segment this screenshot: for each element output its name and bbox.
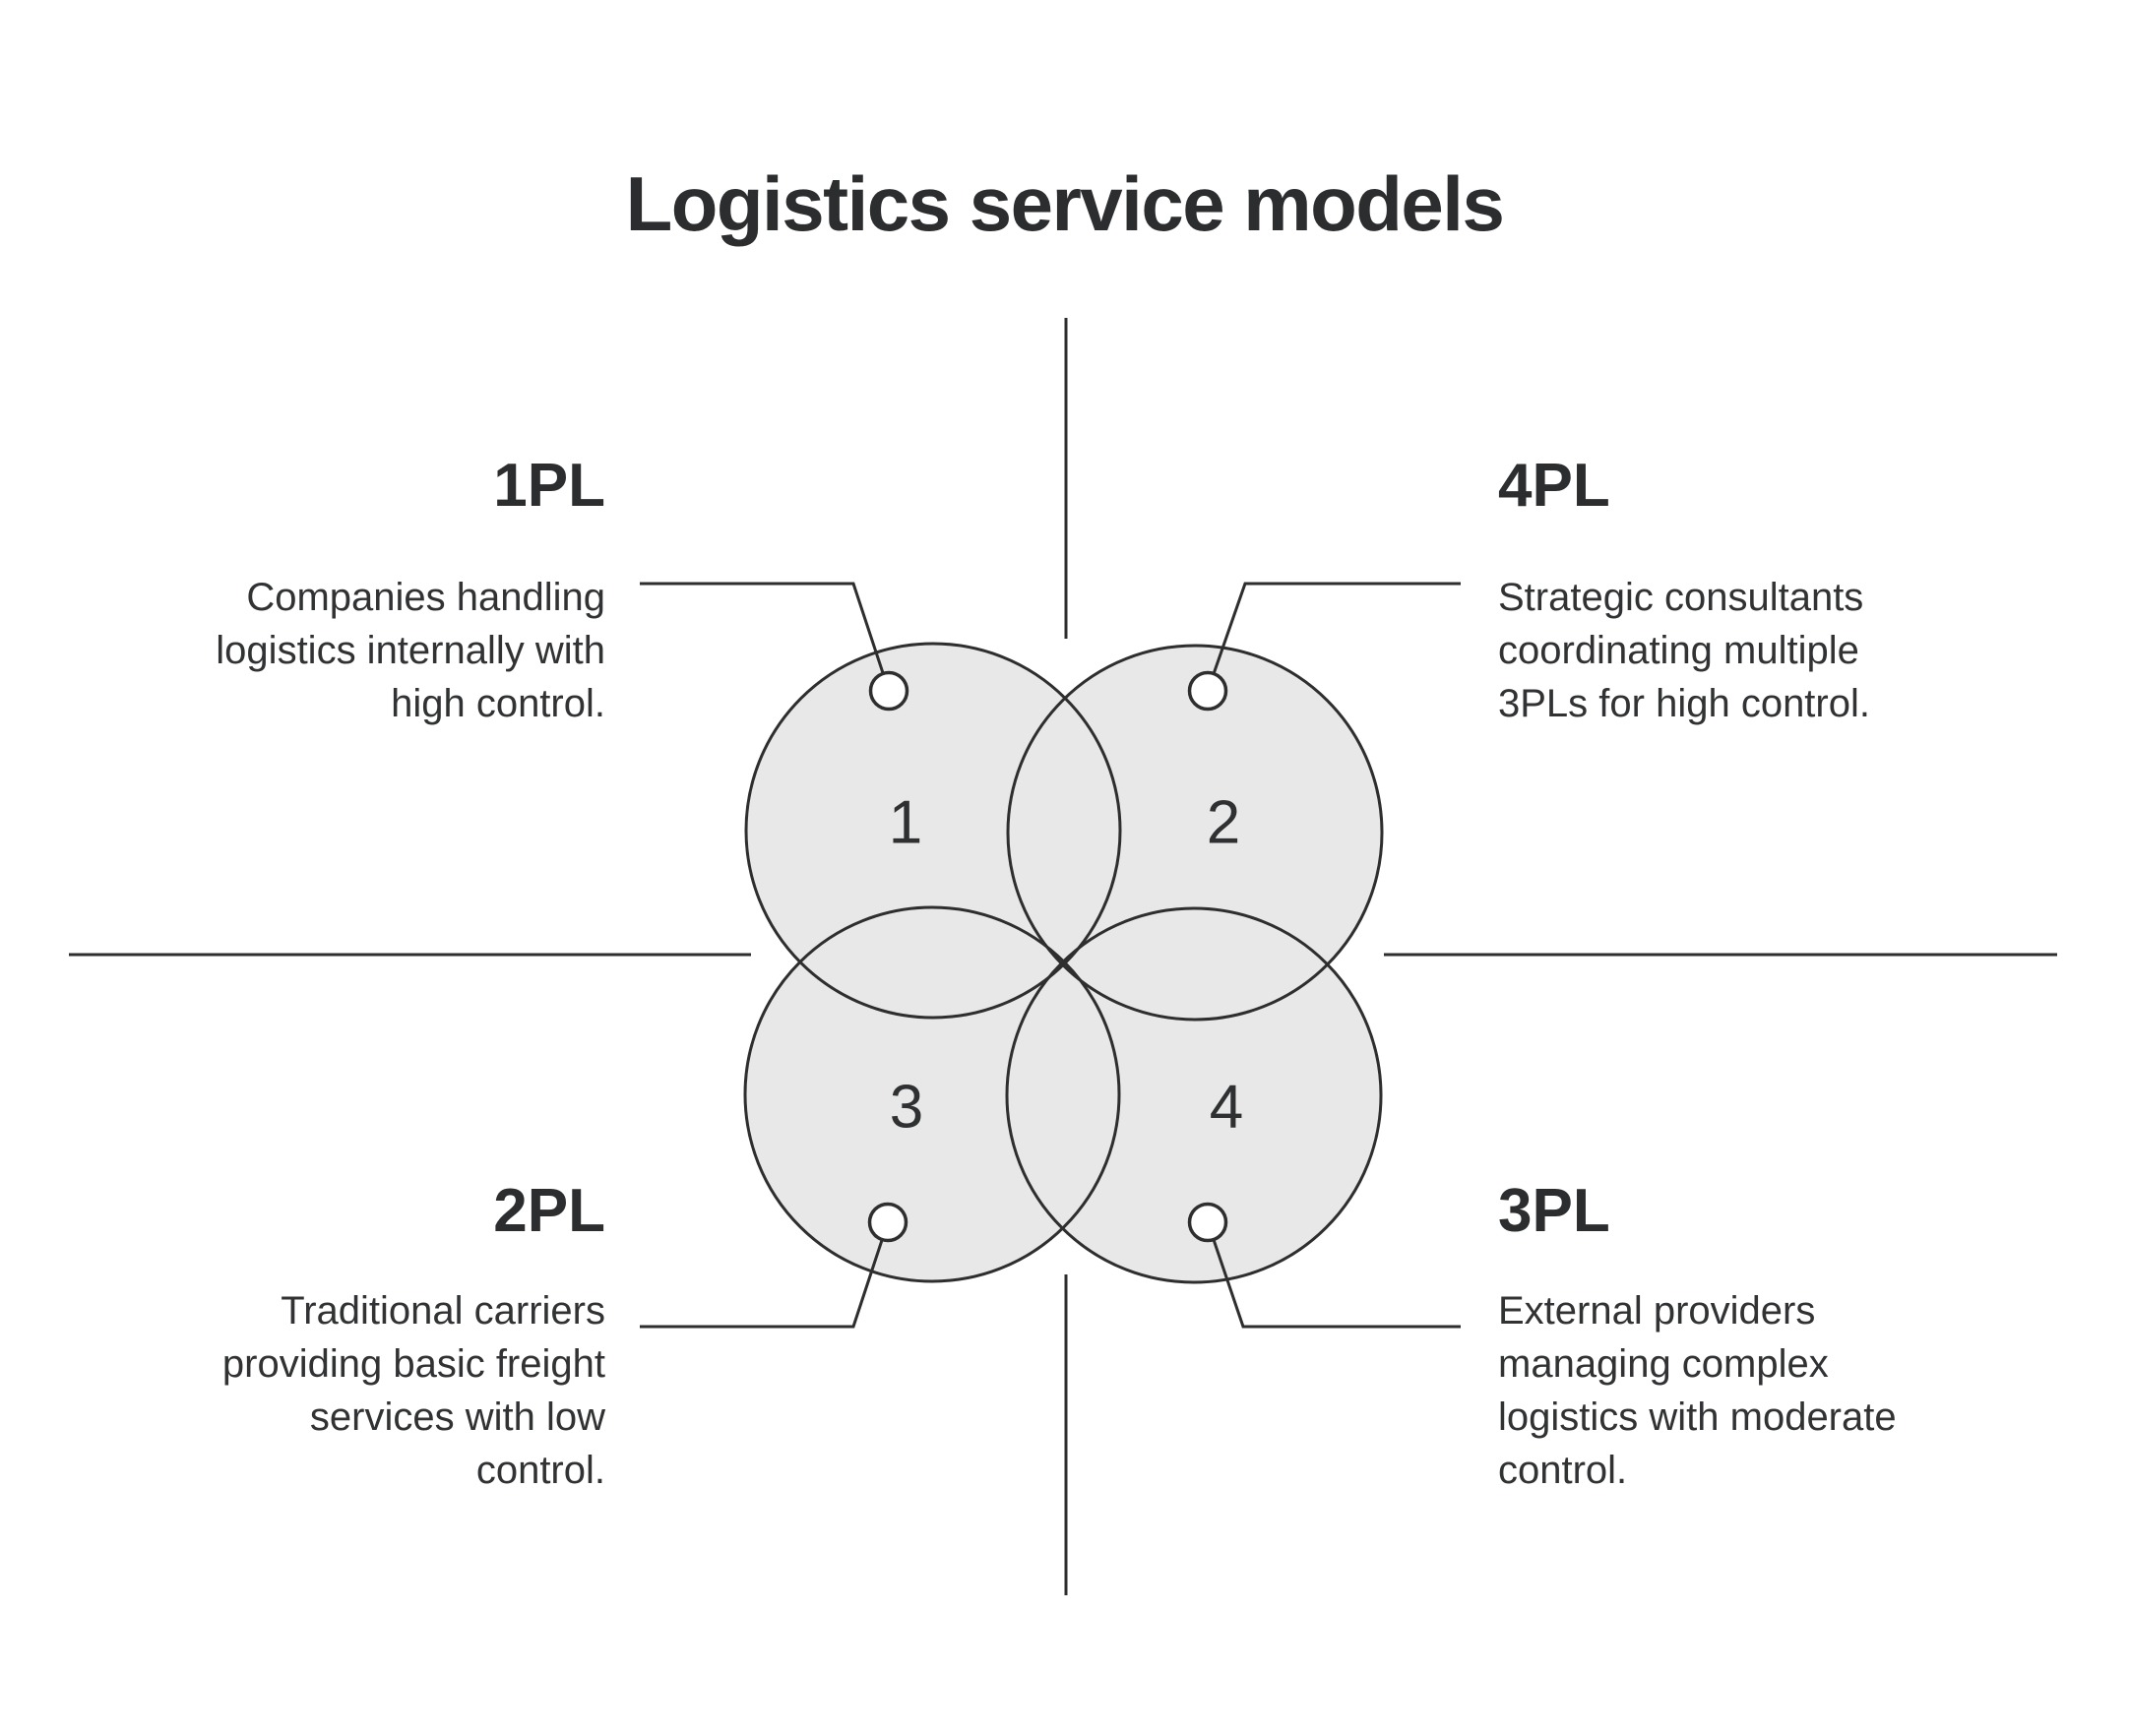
quadrant-4pl-description: Strategic consultants coordinating multip… (1498, 571, 1870, 730)
text-line: managing complex (1498, 1342, 1829, 1386)
text-line: providing basic freight (221, 1342, 605, 1386)
marker-circle-1 (868, 670, 909, 712)
quadrant-3pl-heading: 3PL (1498, 1177, 1610, 1245)
circle-2-outline (1006, 644, 1384, 1022)
marker-circle-4 (1187, 1202, 1228, 1243)
circle-3-fill (745, 907, 1119, 1281)
marker-circle-2 (1187, 670, 1228, 712)
circle-number-1: 1 (889, 789, 922, 857)
quadrant-3pl-description: External providers managing complex logist… (1498, 1284, 1897, 1497)
connector-3pl (1206, 1221, 1461, 1329)
text-line: high control. (391, 682, 605, 725)
connector-2pl (640, 1221, 890, 1329)
circle-number-2: 2 (1207, 789, 1240, 857)
text-line: control. (1498, 1449, 1628, 1492)
marker-circle-3 (867, 1202, 908, 1243)
circle-1-outline (744, 642, 1122, 1020)
circle-number-4: 4 (1210, 1074, 1243, 1142)
text-line: Companies handling (246, 576, 605, 619)
page-title: Logistics service models (625, 160, 1505, 247)
text-line: logistics internally with (216, 629, 605, 672)
circle-2-fill (1008, 646, 1382, 1020)
circle-3-outline (743, 905, 1121, 1283)
connector-4pl (1206, 582, 1461, 692)
quadrant-2pl-description: Traditional carriers providing basic frei… (222, 1284, 605, 1497)
text-line: services with low (309, 1395, 605, 1439)
text-line: coordinating multiple (1498, 629, 1859, 672)
circle-number-3: 3 (890, 1074, 923, 1142)
text-line: control. (475, 1449, 605, 1492)
quadrant-1pl-heading: 1PL (493, 452, 605, 520)
text-line: External providers (1498, 1289, 1816, 1333)
circle-4-fill (1007, 908, 1381, 1282)
text-line: Strategic consultants (1498, 576, 1864, 619)
circle-4-outline (1005, 906, 1383, 1284)
text-line: Traditional carriers (281, 1289, 605, 1333)
connector-1pl (640, 582, 891, 692)
text-line: logistics with moderate (1498, 1395, 1897, 1439)
text-line: 3PLs for high control. (1498, 682, 1870, 725)
circle-1-fill (746, 644, 1120, 1018)
quadrant-2pl-heading: 2PL (493, 1177, 605, 1245)
quadrant-1pl-description: Companies handling logistics internally w… (216, 571, 605, 730)
quadrant-4pl-heading: 4PL (1498, 452, 1610, 520)
